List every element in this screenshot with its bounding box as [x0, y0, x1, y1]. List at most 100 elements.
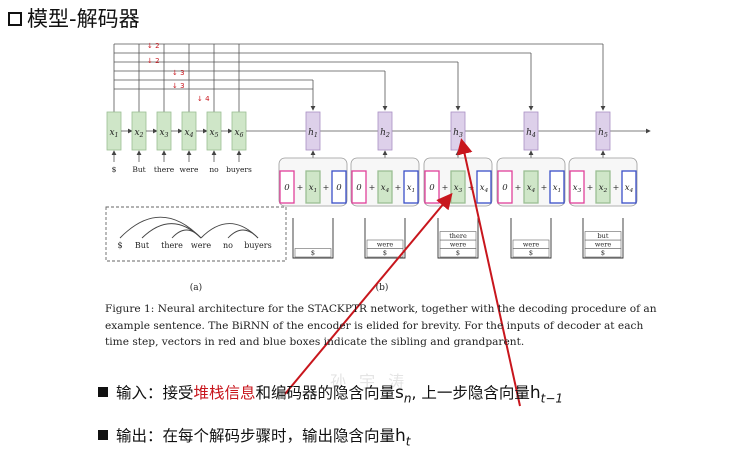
- decoder-node: [595, 111, 611, 151]
- plus-sign: +: [587, 183, 594, 192]
- stack-container: [364, 218, 406, 259]
- decoder-input-box: [621, 170, 637, 204]
- stack-word: $: [311, 249, 315, 257]
- stack-cell: [584, 231, 622, 241]
- decoder-input-box: [549, 170, 565, 204]
- symbol-s-n: sn: [395, 383, 412, 406]
- decoder-input-label: 0: [356, 183, 362, 193]
- decoder-input-label: x4: [381, 183, 390, 194]
- bullet-output: 输出：在每个解码步骤时，输出隐含向量 ht: [98, 426, 411, 451]
- decoder-node-label: h4: [526, 128, 536, 139]
- stack-container: [510, 218, 552, 259]
- stack-container: [582, 218, 624, 259]
- plus-sign: +: [613, 183, 620, 192]
- caption-line-3: time step, vectors in red and blue boxes…: [105, 336, 525, 348]
- encoder-input-word: buyers: [226, 165, 252, 174]
- bullet-input-prefix: 输入：接受: [116, 384, 194, 402]
- caption-line-1: Figure 1: Neural architecture for the ST…: [105, 303, 657, 315]
- figure-label-b: (b): [376, 282, 389, 293]
- stack-cell: [439, 231, 477, 241]
- stack-word: $: [456, 249, 460, 257]
- encoder-node-label: x3: [159, 128, 168, 139]
- stack-word: $: [601, 249, 605, 257]
- plus-sign: +: [369, 183, 376, 192]
- encoder-node-label: x1: [109, 128, 118, 139]
- tree-word: But: [135, 241, 150, 250]
- stack-word: $: [529, 249, 533, 257]
- dependency-arc: [171, 229, 202, 239]
- bullet-square-icon: [98, 430, 108, 440]
- bullet-square-icon: [98, 387, 108, 397]
- stack-cell: [366, 239, 404, 249]
- stack-container: [292, 218, 334, 259]
- arrow-marker-label: ↓ 4: [197, 95, 210, 103]
- slide-title-text: 模型-解码器: [27, 7, 140, 31]
- decoder-input-box: [569, 170, 585, 204]
- encoder-input-word: no: [209, 165, 219, 174]
- plus-sign: +: [541, 183, 548, 192]
- pointer-arrow-to-stack: [284, 192, 453, 395]
- bullet-input-middle: 和编码器的隐含向量: [255, 384, 396, 402]
- encoder-input-word: But: [132, 165, 145, 174]
- stack-cell: [512, 239, 550, 249]
- tree-word: no: [223, 241, 233, 250]
- stack-word: there: [449, 232, 467, 240]
- decoder-input-label: 0: [429, 183, 435, 193]
- stack-word: were: [377, 241, 394, 249]
- decoder-input-box: [595, 170, 611, 204]
- plus-sign: +: [442, 183, 449, 192]
- decoder-input-box: [331, 170, 347, 204]
- decoder-input-label: x1: [553, 183, 562, 194]
- plus-sign: +: [323, 183, 330, 192]
- decoder-node-label: h1: [308, 128, 318, 139]
- encoder-input-word: $: [112, 165, 117, 174]
- decoder-input-label: x3: [454, 183, 463, 194]
- pointer-arrow-to-hidden: [456, 138, 521, 407]
- dependency-arc: [227, 229, 259, 239]
- decoder-input-box: [424, 170, 440, 204]
- decoder-node-label: h3: [453, 128, 463, 139]
- plus-sign: +: [297, 183, 304, 192]
- tree-word: there: [161, 241, 183, 250]
- decoder-input-label: 0: [284, 183, 290, 193]
- bullet-input-after: , 上一步隐含向量: [411, 384, 530, 402]
- slide-title: 模型-解码器: [8, 6, 140, 32]
- bullet-input: 输入：接受 堆栈信息 和编码器的隐含向量 sn , 上一步隐含向量 ht−1: [98, 383, 563, 408]
- decoder-input-box: [279, 170, 295, 204]
- decoder-input-box: [305, 170, 321, 204]
- stack-word: $: [383, 249, 387, 257]
- encoder-input-word: were: [180, 165, 199, 174]
- watermark-text: 孙 宇 涛: [330, 372, 409, 391]
- plus-sign: +: [515, 183, 522, 192]
- arrow-marker-label: ↓ 2: [147, 42, 160, 50]
- arrow-marker-label: ↓ 2: [147, 57, 160, 65]
- decoder-input-box: [450, 170, 466, 204]
- stack-word: but: [598, 232, 609, 240]
- arrow-marker-label: ↓ 3: [172, 69, 185, 77]
- encoder-node-label: x2: [134, 128, 143, 139]
- decoder-input-box: [523, 170, 539, 204]
- figure-label-a: (a): [190, 282, 202, 293]
- decoder-input-box: [476, 170, 492, 204]
- title-square-icon: [8, 12, 22, 26]
- decoder-input-box: [377, 170, 393, 204]
- tree-box: [105, 206, 287, 262]
- encoder-node-label: x6: [234, 128, 243, 139]
- decoder-node: [305, 111, 321, 151]
- decoder-input-label: x1: [407, 183, 416, 194]
- bullet-output-prefix: 输出：在每个解码步骤时，输出隐含向量: [116, 427, 396, 445]
- decoder-node-label: h2: [380, 128, 390, 139]
- decoder-input-label: 0: [502, 183, 508, 193]
- decoder-input-label: x4: [480, 183, 489, 194]
- decoder-input-label: 0: [336, 183, 342, 193]
- decoder-input-label: x1: [309, 183, 318, 194]
- stack-word: were: [450, 241, 467, 249]
- bullet-input-highlight: 堆栈信息: [193, 384, 256, 402]
- tree-word: were: [191, 241, 211, 250]
- stack-cell: [294, 248, 332, 258]
- arrow-marker-label: ↓ 3: [172, 82, 185, 90]
- stack-container: [437, 218, 479, 259]
- decoder-node-label: h5: [598, 128, 608, 139]
- stack-word: were: [523, 241, 540, 249]
